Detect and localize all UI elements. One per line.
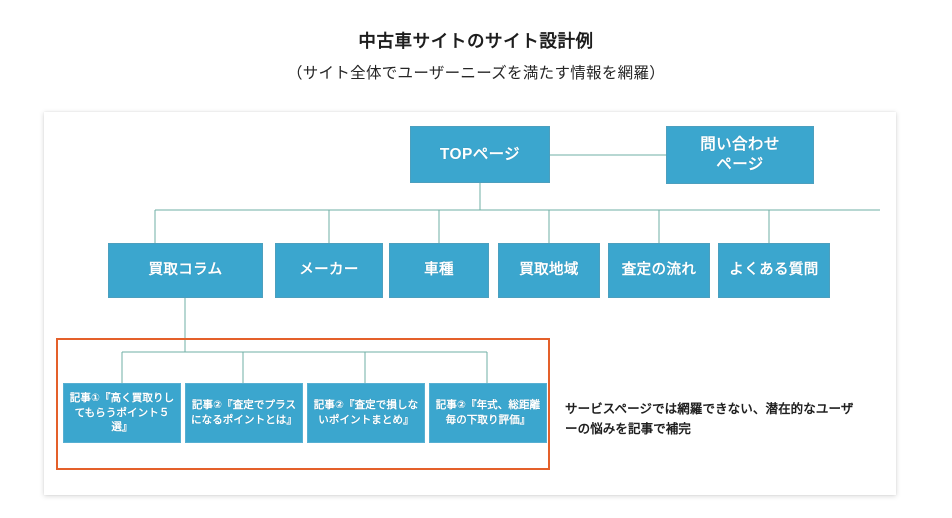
highlight-frame-articles [56, 338, 550, 470]
heading-block: 中古車サイトのサイト設計例 （サイト全体でユーザーニーズを満たす情報を網羅） [0, 0, 952, 84]
annotation-text: サービスページでは網羅できない、潜在的なユーザーの悩みを記事で補完 [565, 402, 854, 437]
node-article-2[interactable]: 記事②『査定でプラスになるポイントとは』 [185, 383, 303, 443]
node-article-1[interactable]: 記事①『高く買取りしてもらうポイント５選』 [63, 383, 181, 443]
diagram-card: TOPページ 問い合わせ ページ 買取コラム メーカー 車種 買取地域 査定の流… [44, 112, 896, 495]
node-maker[interactable]: メーカー [275, 243, 383, 298]
node-faq[interactable]: よくある質問 [718, 243, 830, 298]
connector-lines [121, 154, 880, 383]
page-subtitle: （サイト全体でユーザーニーズを満たす情報を網羅） [286, 65, 666, 82]
page-title: 中古車サイトのサイト設計例 [358, 31, 594, 51]
node-contact-page-line2: ページ [716, 156, 764, 173]
node-contact-page[interactable]: 問い合わせ ページ [666, 126, 814, 184]
node-kaitori-column[interactable]: 買取コラム [108, 243, 263, 298]
node-top-page[interactable]: TOPページ [410, 126, 550, 183]
site-structure-diagram: TOPページ 問い合わせ ページ 買取コラム メーカー 車種 買取地域 査定の流… [44, 112, 896, 495]
node-contact-page-line1: 問い合わせ [700, 136, 780, 154]
node-assessment-flow[interactable]: 査定の流れ [608, 243, 710, 298]
node-article-3[interactable]: 記事②『査定で損しないポイントまとめ』 [307, 383, 425, 443]
node-article-4[interactable]: 記事②『年式、総距離毎の下取り評価』 [429, 383, 547, 443]
node-kaitori-area[interactable]: 買取地域 [498, 243, 600, 298]
node-car-type[interactable]: 車種 [389, 243, 489, 298]
